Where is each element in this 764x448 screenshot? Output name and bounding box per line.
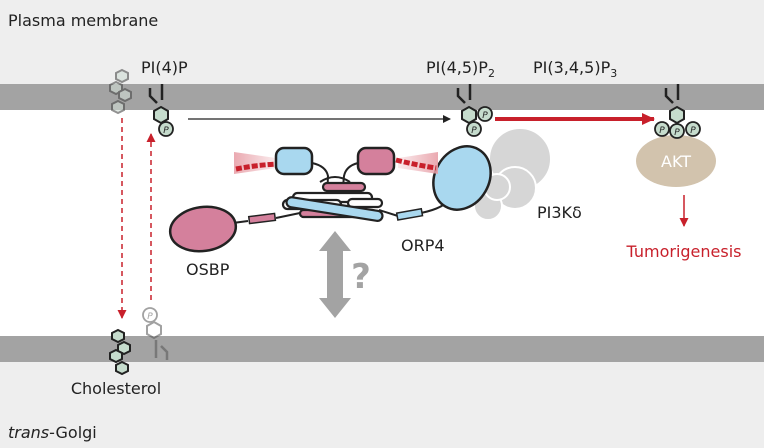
- akt-protein: AKT: [631, 131, 721, 191]
- osbp-large-domain: [168, 205, 238, 253]
- pi4p-lipid-icon: P: [148, 84, 174, 137]
- svg-text:P: P: [659, 126, 665, 136]
- svg-text:P: P: [147, 312, 153, 322]
- svg-text:P: P: [471, 126, 477, 136]
- svg-text:P: P: [482, 111, 488, 121]
- orp4-ph-domain: [274, 146, 314, 176]
- svg-text:P: P: [163, 126, 169, 136]
- cholesterol-golgi-icon: [109, 328, 131, 376]
- golgi-lumen-region: [0, 362, 764, 448]
- osbp-ph-domain: [356, 146, 396, 176]
- pi45p2-label: PI(4,5)P2: [426, 58, 495, 80]
- pi45p2-lipid-icon: P P: [456, 84, 493, 137]
- orp4-linker-domain: [395, 207, 424, 221]
- question-mark-label: ?: [351, 257, 371, 297]
- cholesterol-label: Cholesterol: [71, 379, 161, 398]
- head-stalk-right: [341, 162, 359, 199]
- tumorigenesis-label: Tumorigenesis: [626, 242, 742, 261]
- pip3-phosphate-icons: P P P: [654, 121, 701, 139]
- orp4-label: ORP4: [401, 236, 445, 255]
- pi3k-label: PI3Kδ: [537, 203, 582, 222]
- ph-tail-right: [395, 157, 437, 171]
- pi4p-golgi-icon: P: [142, 307, 169, 360]
- pip3-label: PI(3,4,5)P3: [533, 58, 617, 80]
- osbp-linker-domain: [247, 212, 277, 225]
- cholesterol-pm-icon: [109, 68, 132, 115]
- head-stalk-left: [311, 162, 330, 199]
- svg-text:P: P: [674, 128, 680, 138]
- osbp-label: OSBP: [186, 260, 230, 279]
- coiled-coil-bundle: [281, 181, 384, 222]
- plasma-membrane-label: Plasma membrane: [8, 11, 158, 30]
- extracellular-region: [0, 0, 764, 84]
- pi4p-label: PI(4)P: [141, 58, 188, 77]
- trans-golgi-label: trans-Golgi: [8, 423, 97, 442]
- svg-text:P: P: [690, 126, 696, 136]
- orp4-large-domain: [432, 145, 492, 211]
- akt-label: AKT: [661, 152, 691, 171]
- double-arrow-icon: [319, 231, 351, 318]
- ph-tail-left: [235, 161, 279, 172]
- pip3-lipid-icon: [664, 84, 685, 125]
- stalk-loop: [319, 176, 351, 183]
